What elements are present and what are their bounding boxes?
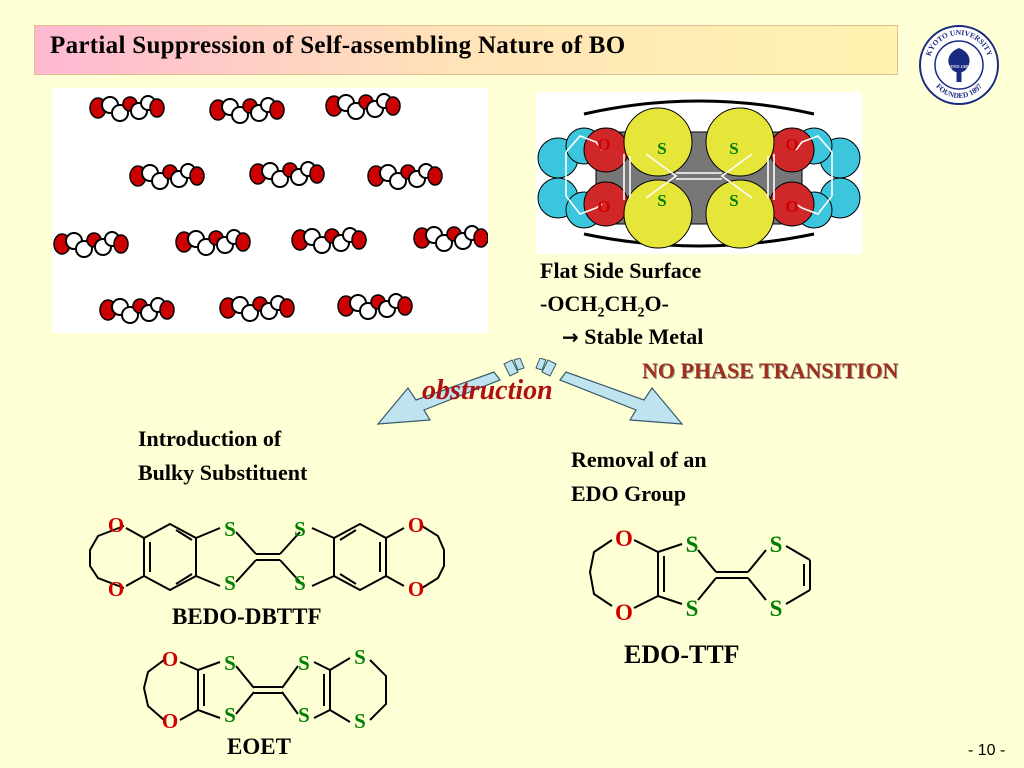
svg-text:S: S <box>770 596 783 621</box>
surface-line-2: -OCH2CH2O- <box>540 291 669 321</box>
left-branch-line-1: Introduction of <box>138 426 282 451</box>
svg-text:S: S <box>686 596 699 621</box>
svg-text:KYOTO JAPAN: KYOTO JAPAN <box>945 64 974 69</box>
svg-text:S: S <box>298 651 310 675</box>
svg-text:S: S <box>224 703 236 727</box>
crystal-packing-image <box>52 88 488 333</box>
right-branch-line-1: Removal of an <box>571 447 707 472</box>
svg-text:O: O <box>597 197 610 216</box>
svg-text:O: O <box>162 709 178 733</box>
svg-text:O: O <box>408 577 424 601</box>
svg-text:O: O <box>615 600 633 625</box>
svg-text:S: S <box>354 709 366 733</box>
svg-text:S: S <box>224 651 236 675</box>
svg-text:O: O <box>615 526 633 551</box>
svg-text:O: O <box>162 647 178 671</box>
obstruction-label: obstruction <box>422 375 553 406</box>
svg-text:S: S <box>298 703 310 727</box>
bedo-dbttf-structure: O O O O S S S S <box>89 513 445 601</box>
svg-text:S: S <box>224 571 236 595</box>
space-filling-model-image: O O O O S S S S <box>536 92 862 254</box>
svg-text:O: O <box>597 135 610 154</box>
svg-text:S: S <box>294 571 306 595</box>
svg-text:S: S <box>729 139 738 158</box>
svg-text:O: O <box>108 513 124 537</box>
eoet-label: EOET <box>227 734 291 759</box>
svg-text:S: S <box>686 532 699 557</box>
svg-text:S: S <box>224 517 236 541</box>
university-seal-icon: KYOTO UNIVERSITY FOUNDED 1897 KYOTO JAPA… <box>919 25 999 105</box>
edo-ttf-label: EDO-TTF <box>624 640 740 669</box>
title-banner <box>34 25 898 75</box>
surface-line-3: → Stable Metal <box>562 324 704 349</box>
left-branch-line-2: Bulky Substituent <box>138 460 308 485</box>
svg-text:O: O <box>785 197 798 216</box>
edo-ttf-structure: O O S S S S <box>588 526 811 625</box>
svg-text:S: S <box>657 191 666 210</box>
svg-text:S: S <box>729 191 738 210</box>
surface-line-1: Flat Side Surface <box>540 258 702 283</box>
page-number: - 10 - <box>968 742 1006 759</box>
svg-text:S: S <box>294 517 306 541</box>
eoet-structure: O O S S S S S S <box>142 645 387 733</box>
svg-text:O: O <box>108 577 124 601</box>
svg-text:S: S <box>354 645 366 669</box>
no-phase-transition-label: NO PHASE TRANSITION <box>642 358 899 383</box>
svg-text:O: O <box>785 135 798 154</box>
right-branch-line-2: EDO Group <box>571 481 687 506</box>
right-arrow-icon: → <box>562 325 579 349</box>
slide-title: Partial Suppression of Self-assembling N… <box>50 32 626 59</box>
branch-arrows <box>376 358 684 425</box>
svg-text:S: S <box>770 532 783 557</box>
svg-text:O: O <box>408 513 424 537</box>
svg-text:S: S <box>657 139 666 158</box>
bedo-dbttf-label: BEDO-DBTTF <box>172 604 322 629</box>
